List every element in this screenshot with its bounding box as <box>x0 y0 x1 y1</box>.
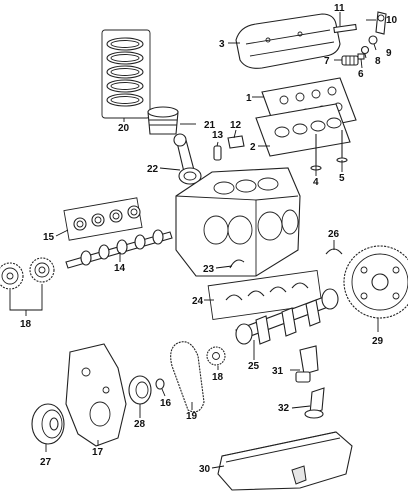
crank-sprocket <box>29 257 55 283</box>
callout-19: 19 <box>186 411 198 422</box>
engine-block <box>175 167 301 277</box>
callout-25: 25 <box>248 361 260 372</box>
rocker-9 <box>368 35 378 45</box>
washer <box>155 378 165 390</box>
callout-31: 31 <box>272 366 284 377</box>
crank-hub <box>128 375 152 405</box>
callout-32: 32 <box>278 403 290 414</box>
head-gasket <box>255 103 351 157</box>
timing-cover <box>65 343 127 447</box>
callout-8: 8 <box>375 56 381 67</box>
crank-gear <box>206 346 226 366</box>
leader-lines <box>9 12 379 469</box>
callout-18-left: 18 <box>20 319 32 330</box>
callout-11: 11 <box>334 3 345 14</box>
pushrod <box>333 23 357 34</box>
oil-pickup <box>304 387 325 419</box>
callout-16: 16 <box>160 398 172 409</box>
callout-20: 20 <box>118 123 130 134</box>
callout-18-right: 18 <box>212 372 224 383</box>
callout-21: 21 <box>204 120 216 131</box>
cam-sprocket <box>0 262 24 290</box>
oil-pan <box>217 431 353 491</box>
callout-27: 27 <box>40 457 52 468</box>
callout-15: 15 <box>43 232 55 243</box>
callout-6: 6 <box>358 69 364 80</box>
callout-13: 13 <box>212 130 224 141</box>
lifter-guide-12 <box>227 135 245 149</box>
valve-cover <box>235 13 341 69</box>
callout-17: 17 <box>92 447 104 458</box>
pivot-8 <box>360 45 370 55</box>
main-bearing-set <box>207 270 323 320</box>
flexplate <box>343 245 408 319</box>
callout-30: 30 <box>199 464 211 475</box>
cam-bearing-set <box>63 197 143 241</box>
callout-26: 26 <box>328 229 340 240</box>
lifter-13 <box>213 145 222 161</box>
rocker-arm-10 <box>375 11 387 35</box>
callout-24: 24 <box>192 296 204 307</box>
camshaft <box>65 229 173 269</box>
connecting-rod <box>173 133 202 185</box>
callout-7: 7 <box>324 56 330 67</box>
callout-10: 10 <box>386 15 398 26</box>
callout-23: 23 <box>203 264 215 275</box>
callout-2: 2 <box>250 142 256 153</box>
callout-3: 3 <box>219 39 225 50</box>
callout-9: 9 <box>386 48 392 59</box>
callout-4: 4 <box>313 177 319 188</box>
timing-chain <box>170 341 205 413</box>
callout-29: 29 <box>372 336 384 347</box>
valve-spring-7 <box>341 55 359 66</box>
piston-ring-set <box>101 29 151 119</box>
bolt-6 <box>357 53 365 60</box>
callout-22: 22 <box>147 164 159 175</box>
callout-1: 1 <box>246 93 252 104</box>
callout-28: 28 <box>134 419 146 430</box>
crankshaft <box>235 288 339 345</box>
callout-12: 12 <box>230 120 242 131</box>
piston <box>147 106 179 135</box>
callout-14: 14 <box>114 263 126 274</box>
harmonic-balancer <box>31 403 65 445</box>
oil-pump <box>295 345 319 383</box>
callout-labels: 1 2 3 4 5 6 7 8 9 10 11 12 13 14 15 16 1… <box>20 3 398 475</box>
callout-5: 5 <box>339 173 345 184</box>
